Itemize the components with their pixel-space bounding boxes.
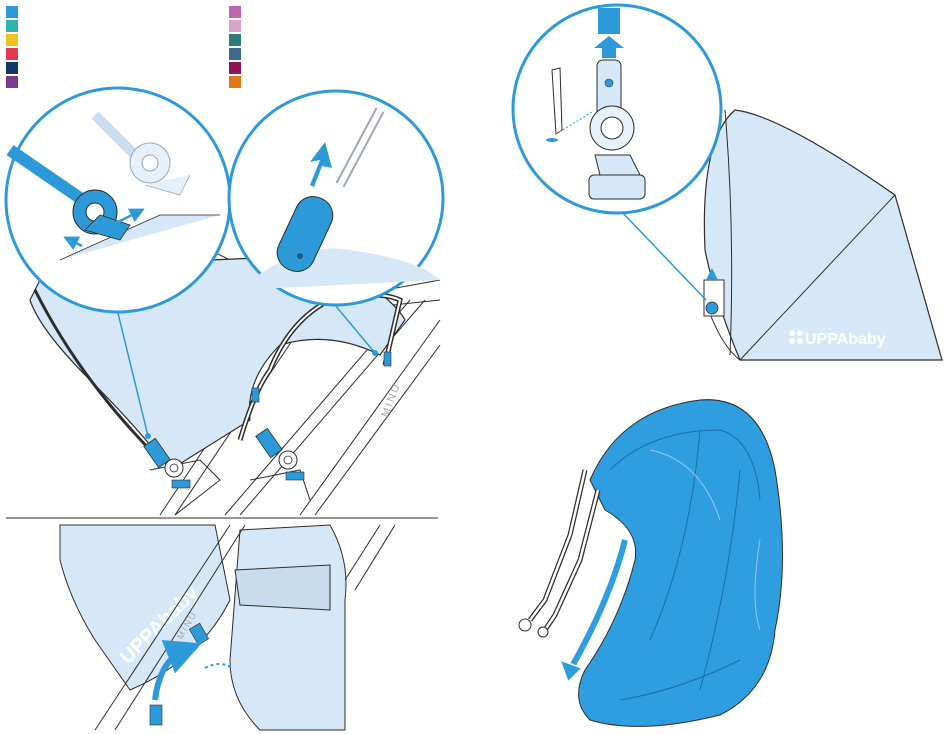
callout-circle-clip-detail <box>229 91 443 305</box>
rod-clip <box>384 352 391 366</box>
callout-circle-release-detail <box>513 5 721 213</box>
folded-canopy-fabric <box>579 400 783 727</box>
canopy-hub-right <box>256 428 304 480</box>
bottom-fold-illustration: UPPAbaby MINU <box>60 525 395 730</box>
canopy-side-view-illustration: UPPAbaby <box>513 5 942 360</box>
callout-circle-hub-detail <box>6 88 230 312</box>
canopy-panel-left <box>60 525 230 690</box>
folded-rod <box>530 470 585 620</box>
stroller-canopy-attach-illustration: MINU <box>6 88 443 515</box>
seat-fabric <box>230 525 346 730</box>
canopy-side-fabric <box>704 110 942 360</box>
canopy-folded-illustration <box>519 400 783 727</box>
brand-logo-top-right: UPPAbaby <box>805 331 886 348</box>
rod-clip <box>252 388 259 402</box>
callout-line <box>620 210 706 300</box>
